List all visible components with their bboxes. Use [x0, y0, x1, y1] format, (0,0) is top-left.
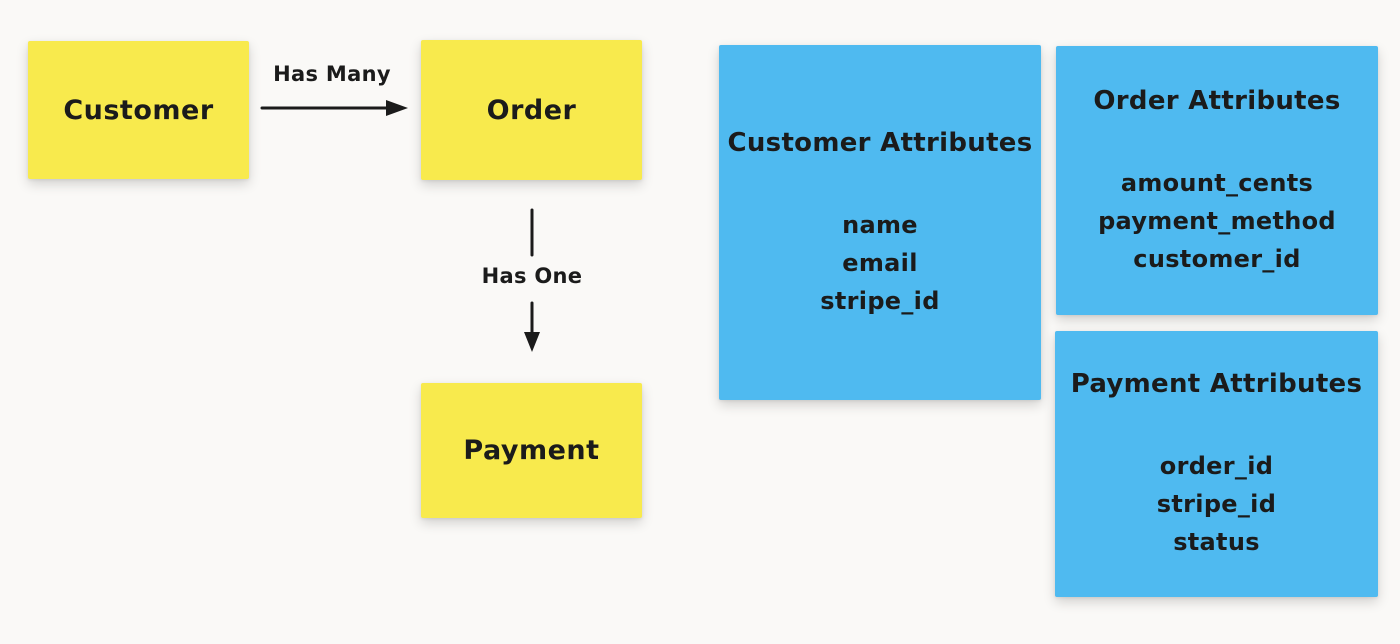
attributes-note-customer[interactable]: Customer Attributes name email stripe_id: [719, 45, 1041, 400]
attributes-note-payment[interactable]: Payment Attributes order_id stripe_id st…: [1055, 331, 1378, 597]
has-one-arrow[interactable]: [521, 208, 543, 354]
attributes-note-order-title: Order Attributes: [1093, 85, 1341, 116]
has-many-label: Has Many: [273, 62, 391, 86]
attribute-item: name: [842, 210, 918, 239]
entity-label-customer: Customer: [63, 94, 214, 126]
has-one-label: Has One: [481, 264, 583, 288]
attribute-item: stripe_id: [820, 286, 940, 315]
entity-label-payment: Payment: [463, 435, 600, 466]
attribute-item: order_id: [1159, 452, 1274, 480]
entity-note-order[interactable]: Order: [421, 40, 642, 180]
attribute-item: amount_cents: [1120, 168, 1314, 197]
attributes-note-order[interactable]: Order Attributes amount_cents payment_me…: [1056, 46, 1378, 315]
entity-note-payment[interactable]: Payment: [421, 383, 642, 518]
attribute-item: payment_method: [1098, 206, 1336, 235]
entity-label-order: Order: [486, 94, 577, 126]
attributes-note-customer-title: Customer Attributes: [727, 127, 1033, 158]
has-many-arrow[interactable]: [260, 96, 410, 120]
attribute-item: customer_id: [1133, 244, 1301, 273]
attributes-note-payment-title: Payment Attributes: [1070, 369, 1363, 399]
attribute-item: status: [1173, 528, 1260, 556]
entity-note-customer[interactable]: Customer: [28, 41, 249, 179]
attribute-item: email: [842, 248, 918, 277]
attribute-item: stripe_id: [1156, 490, 1277, 518]
